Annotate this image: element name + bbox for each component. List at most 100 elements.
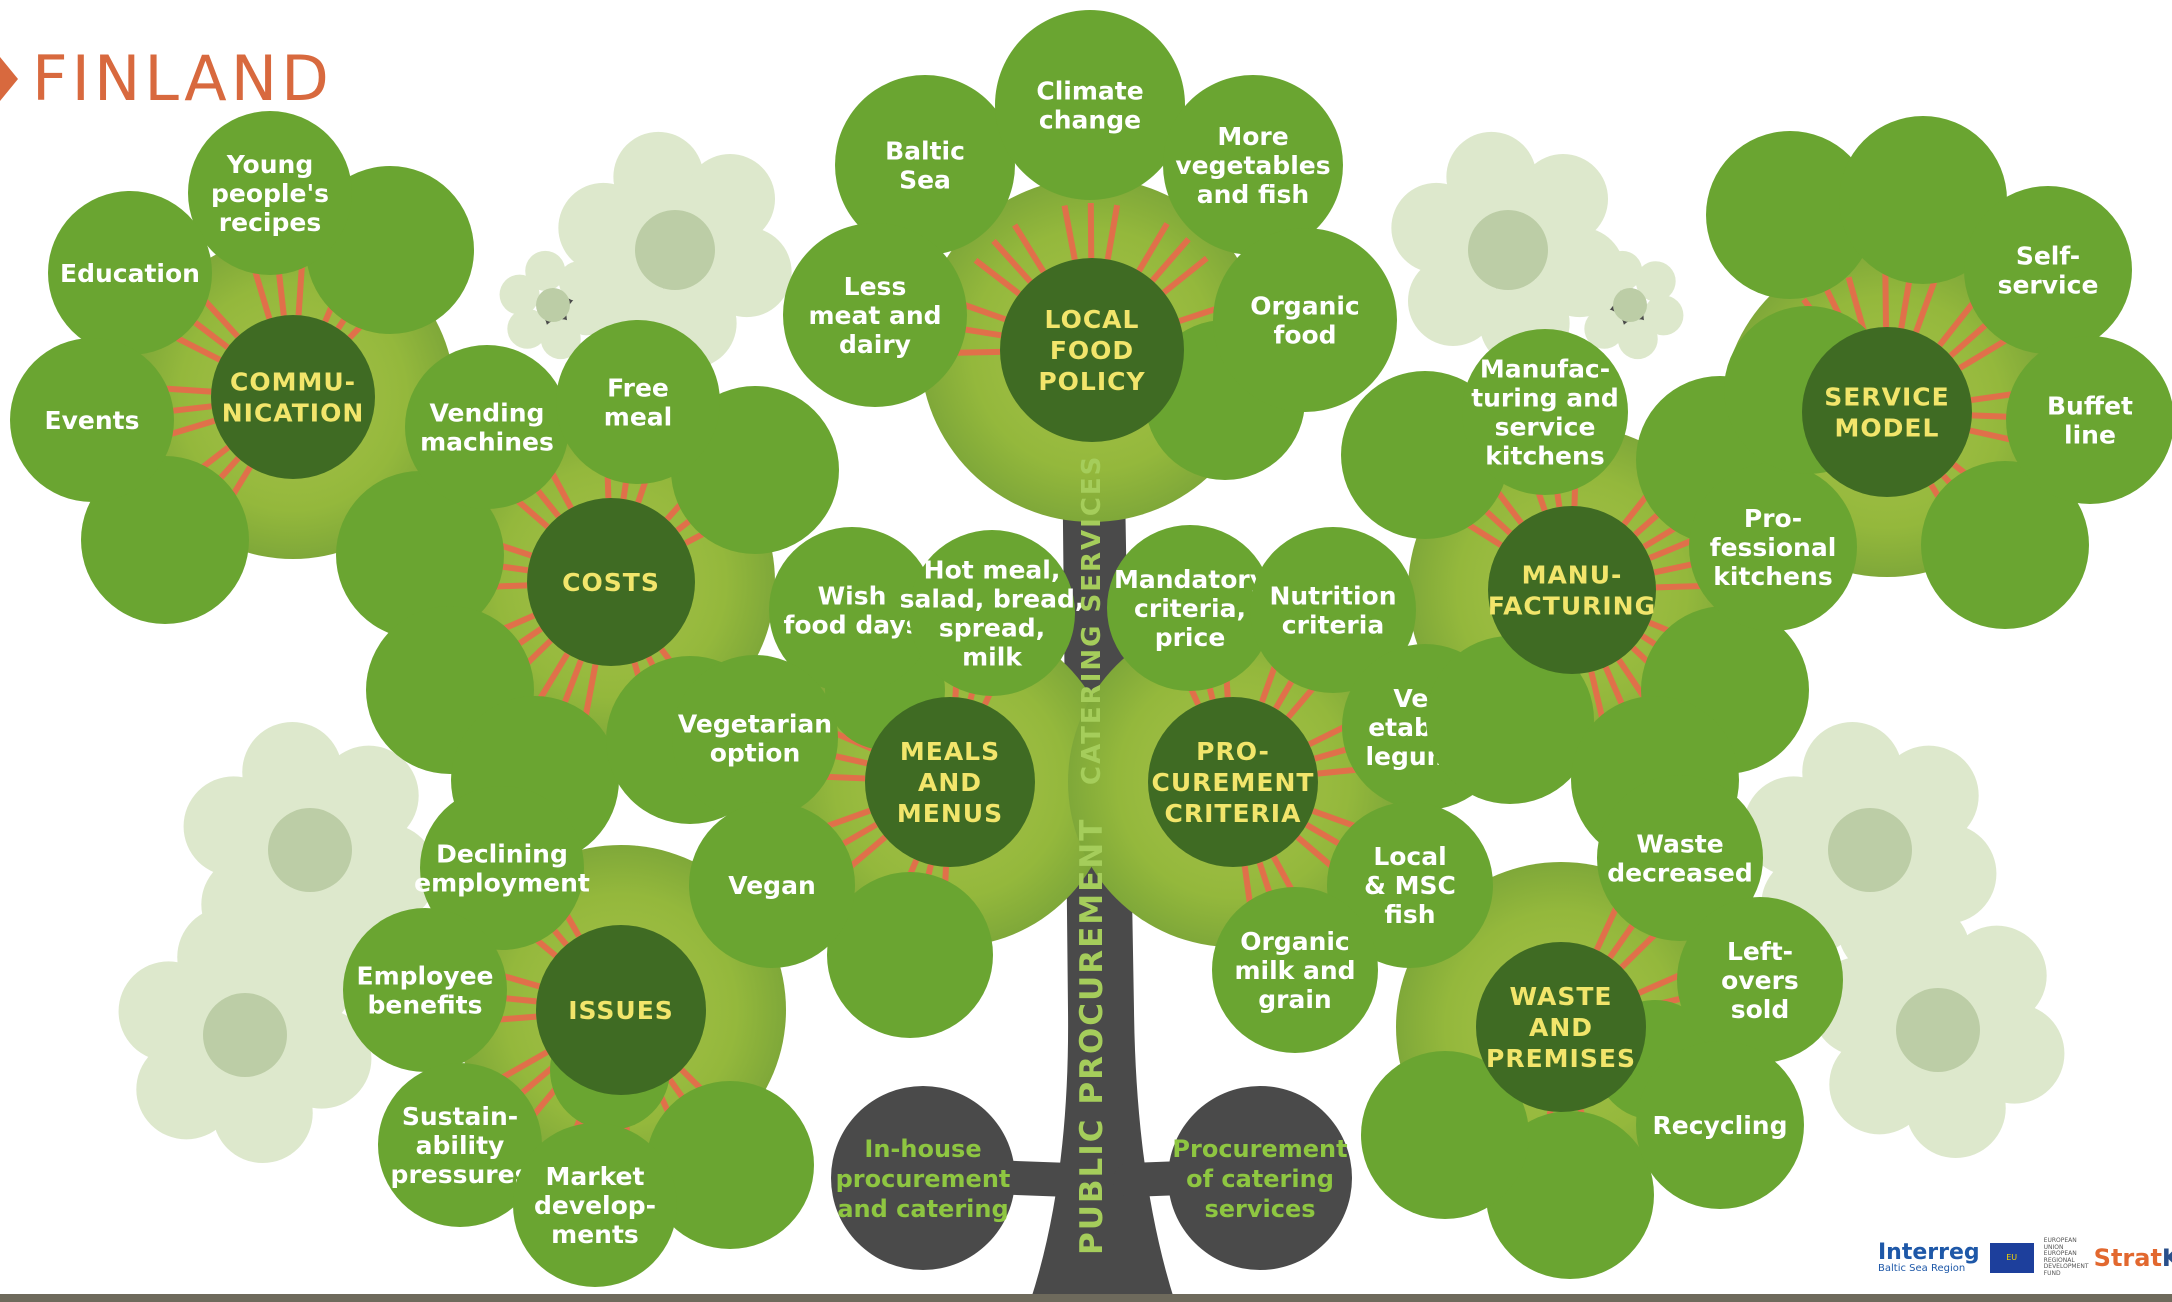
hub-label: ISSUES [568, 996, 674, 1025]
pale-cluster-lower-right-b [1811, 901, 2065, 1159]
spoke [582, 663, 599, 720]
leaf-circle [1636, 1041, 1804, 1209]
leaf-circle [513, 1123, 677, 1287]
hub-circle [536, 925, 706, 1095]
meals-and-menus-leaf-1: Hot meal,salad, bread,spread,milk [900, 530, 1084, 696]
leaf-circle [556, 320, 720, 484]
pale-cluster-small-left [499, 250, 607, 360]
trunk-label-catering-services: CATERING SERVICES [1077, 455, 1107, 785]
leaf-circle-blank [646, 1081, 814, 1249]
pale-clusters-layer [118, 131, 2065, 1164]
pale-leaf [566, 295, 607, 336]
pale-leaf [685, 154, 776, 245]
leaf-circle-blank [81, 456, 249, 624]
pale-leaf [1905, 1058, 2006, 1159]
spoke [1012, 223, 1047, 274]
hub-circle [527, 498, 695, 666]
root-circle [831, 1086, 1015, 1270]
leaf-circle [1327, 802, 1493, 968]
pale-leaf [212, 1063, 313, 1164]
trunk-label-public-procurement: PUBLIC PROCUREMENT [1074, 818, 1110, 1255]
leaf-circle [378, 1063, 542, 1227]
spoke [536, 652, 570, 703]
spoke [991, 238, 1033, 284]
leaf-label: Recycling [1653, 1111, 1788, 1140]
pale-leaf [1584, 308, 1625, 349]
leaf-circle [672, 655, 838, 821]
logo-strip: Interreg Baltic Sea Region EU EUROPEAN U… [1878, 1237, 2172, 1278]
meals-and-menus-leaf-3: Vegan [689, 802, 855, 968]
leaf-label: Self-service [1998, 242, 2099, 300]
leaf-circle [188, 111, 352, 275]
pale-leaf [1407, 255, 1498, 346]
leaf-circle [1213, 228, 1397, 412]
pale-leaf [558, 261, 599, 302]
issues-hub: ISSUES [536, 925, 706, 1095]
pale-leaf [507, 308, 548, 349]
leaf-circle [1250, 527, 1416, 693]
hub-label: COMMU-NICATION [222, 368, 365, 428]
leaf-circle [48, 191, 212, 355]
hub-circle [211, 315, 375, 479]
spoke [1150, 237, 1191, 283]
leaf-circle [1597, 775, 1763, 941]
leaf-circle [10, 338, 174, 502]
leaf-label: Events [45, 406, 140, 435]
pale-hub [1468, 210, 1548, 290]
leaf-circle [1462, 329, 1628, 495]
communication-hub: COMMU-NICATION [211, 315, 375, 479]
leaf-label: Education [60, 259, 200, 288]
footer-bar [0, 1294, 2172, 1302]
spoke [973, 257, 1021, 297]
spoke [1898, 273, 1914, 329]
pale-leaf [1878, 745, 1979, 846]
title-arrow-icon [0, 56, 18, 101]
hub-circle [865, 697, 1035, 867]
interreg-logo: Interreg Baltic Sea Region [1878, 1239, 1980, 1274]
leaf-circle [783, 223, 967, 407]
hub-circle [1148, 697, 1318, 867]
spoke [1061, 205, 1078, 261]
leaf-label: Vegan [728, 871, 816, 900]
spoke [1845, 276, 1867, 332]
pale-leaf [499, 274, 540, 315]
pale-leaf [136, 1039, 237, 1140]
pale-hub [1613, 288, 1647, 322]
leaf-circle [769, 527, 935, 693]
pale-leaf [1576, 274, 1617, 315]
leaf-circle [909, 530, 1075, 696]
spoke [295, 260, 306, 316]
